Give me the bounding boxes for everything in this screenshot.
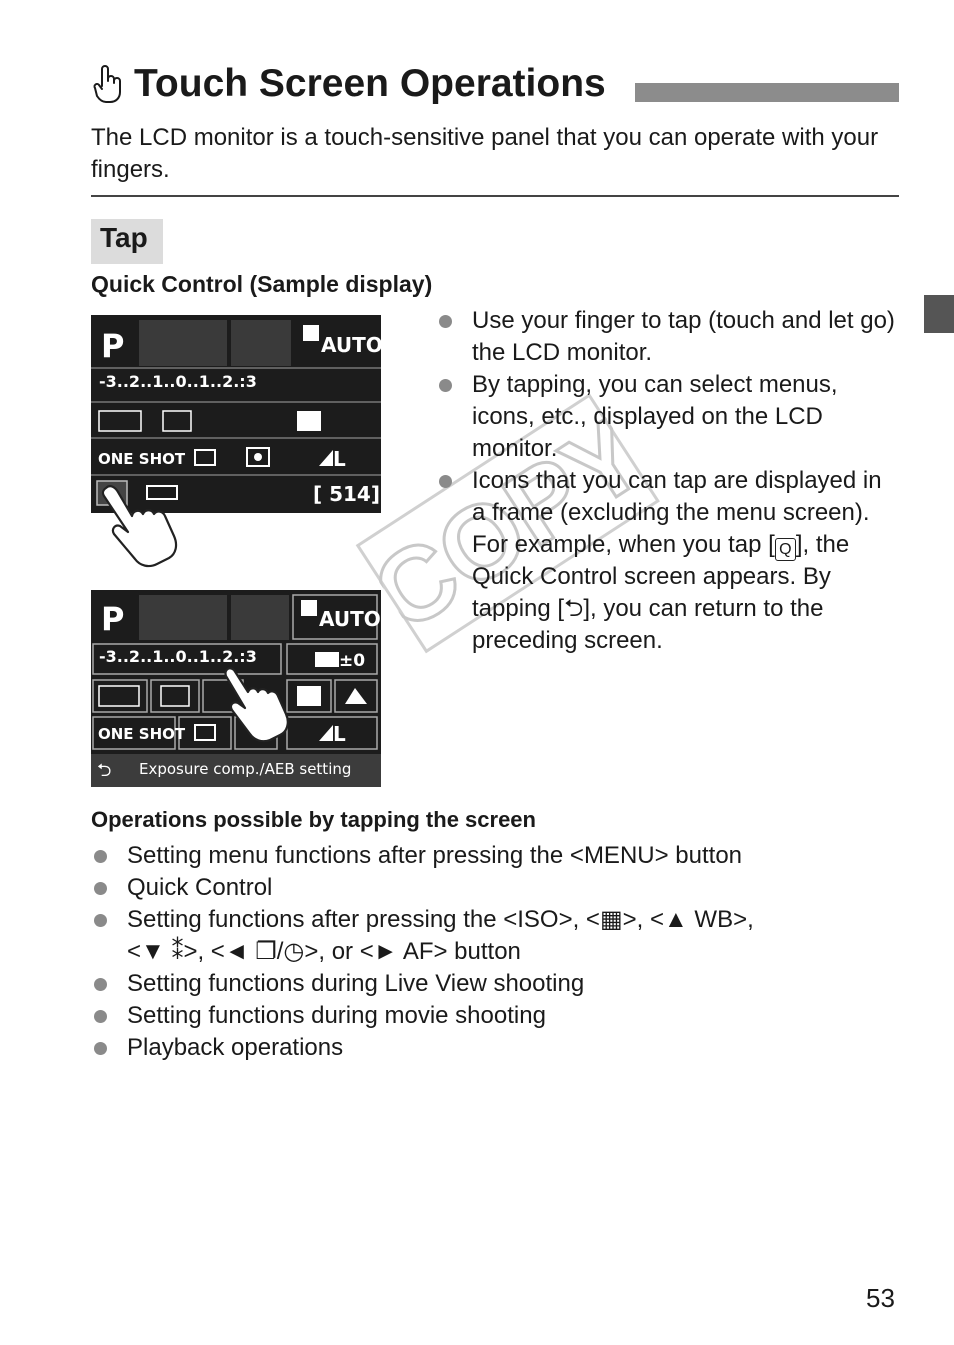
side-tab-marker — [924, 295, 954, 333]
touch-hand-icon — [93, 65, 121, 103]
lcd1-exposure-scale: -3..2..1..0..1..2.:3 — [99, 372, 257, 391]
list-item: By tapping, you can select menus, icons,… — [436, 369, 896, 465]
tapping-hand-icon-2 — [224, 667, 289, 743]
lcd1-picture-style-icon — [98, 410, 142, 432]
list-item: Setting functions after pressing the <IS… — [91, 904, 851, 968]
lcd1-af-mode: ONE SHOT — [98, 450, 186, 468]
tap-description: Use your finger to tap (touch and let go… — [436, 305, 896, 657]
lcd1-iso: AUTO — [321, 333, 381, 357]
list-item: Setting functions during movie shooting — [91, 1000, 851, 1032]
lcd1-quality: L — [333, 447, 346, 471]
lcd1-mode: P — [101, 327, 124, 365]
intro-text: The LCD monitor is a touch-sensitive pan… — [91, 124, 879, 183]
page-title-text: Touch Screen Operations — [134, 62, 606, 105]
list-item: Use your finger to tap (touch and let go… — [436, 305, 896, 369]
lcd2-flash-comp: ±0 — [339, 651, 365, 671]
lcd1-wb-icon — [162, 410, 192, 432]
page-title: Touch Screen Operations — [92, 62, 606, 106]
lcd1-drive-icon — [194, 449, 216, 466]
quick-control-heading: Quick Control (Sample display) — [91, 271, 433, 297]
lcd2-wb-icon — [160, 685, 190, 707]
lcd-screen-sample-1: P AUTO -3..2..1..0..1..2.:3 ONE SHOT L [… — [91, 315, 383, 513]
page-number: 53 — [866, 1283, 895, 1313]
lcd1-shots: [ 514] — [313, 482, 380, 506]
lcd2-iso: AUTO — [319, 607, 381, 631]
title-bar — [635, 83, 899, 102]
lcd1-battery-icon — [146, 485, 178, 500]
lcd2-drive-icon — [194, 724, 216, 741]
lcd2-guide: Exposure comp./AEB setting — [139, 760, 351, 778]
operations-heading: Operations possible by tapping the scree… — [91, 807, 536, 832]
list-item: Setting functions during Live View shoot… — [91, 968, 851, 1000]
list-item: Icons that you can tap are displayed in … — [436, 465, 896, 657]
list-item: Playback operations — [91, 1032, 851, 1064]
lcd2-mode: P — [101, 600, 124, 638]
tab-label: Tap — [100, 222, 148, 253]
list-item: Quick Control — [91, 872, 851, 904]
list-item: Setting menu functions after pressing th… — [91, 840, 851, 872]
divider — [91, 195, 899, 197]
tab-label-box — [91, 219, 163, 264]
return-icon: ⮌ — [564, 595, 584, 622]
lcd2-auto-lighting-icon — [297, 686, 321, 706]
q-button-icon: Q — [774, 538, 796, 561]
lcd1-metering-icon — [246, 447, 270, 467]
operations-list: Setting menu functions after pressing th… — [91, 840, 851, 1064]
lcd2-picture-style-icon — [98, 685, 140, 707]
lcd2-return-icon: ⮌ — [97, 760, 111, 781]
lcd2-exposure-scale: -3..2..1..0..1..2.:3 — [99, 647, 257, 666]
lcd2-quality: L — [333, 722, 346, 746]
lcd1-auto-lighting-icon — [297, 411, 321, 431]
lcd2-af-mode: ONE SHOT — [98, 725, 186, 743]
example-text: For example, when you tap [Q], the Quick… — [472, 531, 850, 654]
tapping-hand-icon-1 — [101, 485, 178, 568]
